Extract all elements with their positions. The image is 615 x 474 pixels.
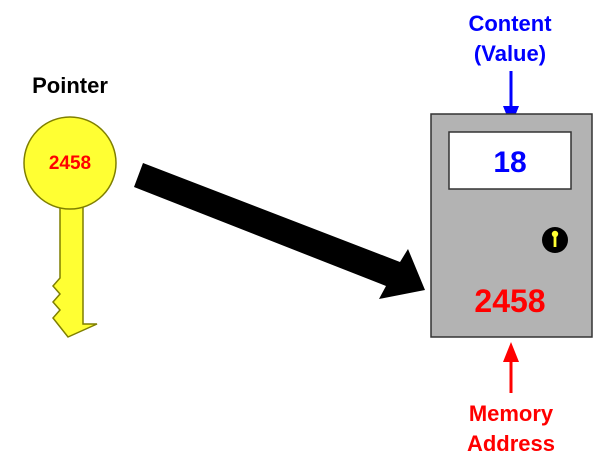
memory-cell: 18 2458 [430,113,593,338]
pointer-label: Pointer [32,73,108,98]
address-label-line2: Address [467,431,555,456]
address-arrow [503,342,519,393]
content-label-line2: (Value) [474,41,546,66]
keyhole-icon [542,227,568,253]
key-icon: 2458 [23,116,117,338]
content-label-line1: Content [468,11,552,36]
pointer-arrow [134,163,425,299]
memory-value-text: 18 [493,146,526,179]
key-shaft [52,192,98,338]
key-head [23,116,117,210]
address-label-line1: Memory [469,401,554,426]
value-display [448,131,572,190]
key-address-text: 2458 [49,153,91,174]
memory-address-text: 2458 [474,283,545,319]
